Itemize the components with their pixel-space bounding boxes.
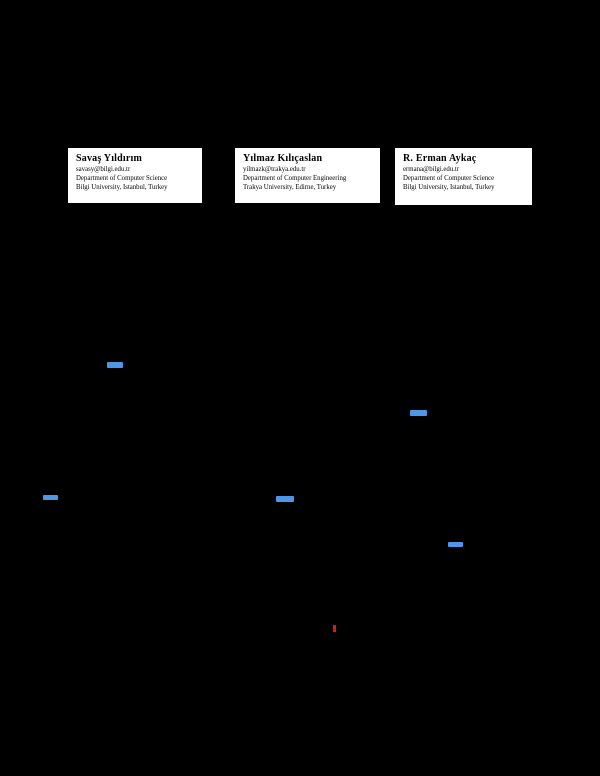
author-email: yilmazk@trakya.edu.tr [243, 166, 306, 173]
author-card-2: Yılmaz Kılıçaslan yilmazk@trakya.edu.tr … [235, 148, 380, 203]
author-affiliation: Bilgi University, Istanbul, Turkey [76, 184, 168, 191]
author-department: Department of Computer Science [76, 175, 168, 182]
author-email: ermana@bilgi.edu.tr [403, 166, 460, 173]
link-fragment[interactable] [448, 542, 463, 547]
author-name: R. Erman Aykaç [403, 153, 477, 164]
author-department: Department of Computer Engineering [243, 175, 347, 182]
link-fragment[interactable] [107, 362, 123, 368]
footnote-marker [333, 625, 336, 632]
author-card-1: Savaş Yıldırım savasy@bilgi.edu.tr Depar… [68, 148, 202, 203]
author-name: Yılmaz Kılıçaslan [243, 153, 323, 164]
link-fragment[interactable] [43, 495, 58, 500]
author-department: Department of Computer Science [403, 175, 495, 182]
link-fragment[interactable] [276, 496, 294, 502]
author-card-3: R. Erman Aykaç ermana@bilgi.edu.tr Depar… [395, 148, 532, 205]
author-affiliation: Trakya University, Edirne, Turkey [243, 184, 337, 191]
author-name: Savaş Yıldırım [76, 153, 143, 164]
author-affiliation: Bilgi University, Istanbul, Turkey [403, 184, 495, 191]
author-email: savasy@bilgi.edu.tr [76, 166, 131, 173]
link-fragment[interactable] [410, 410, 427, 416]
